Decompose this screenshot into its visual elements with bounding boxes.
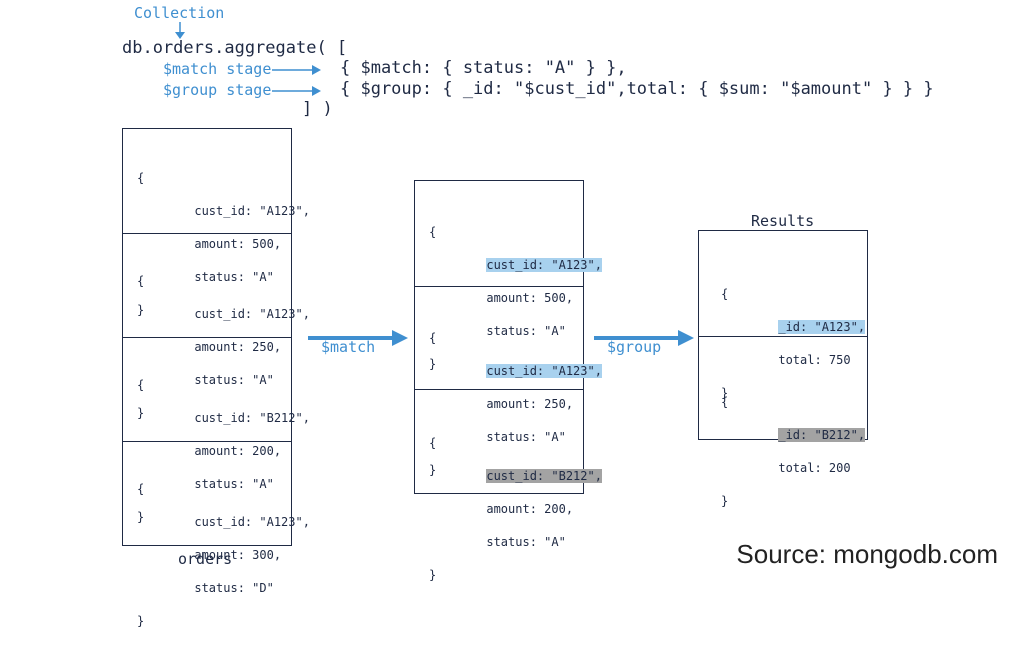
doc-open-brace: { [721,395,729,409]
doc-open-brace: { [137,274,145,288]
doc-field-status: status: "A" [194,477,274,491]
doc-field-amount: amount: 200, [194,444,282,458]
doc-field-cust-id: cust_id: "A123", [194,307,310,321]
group-arrow [594,330,694,346]
doc-field-status: status: "A" [486,430,566,444]
collection-arrow [175,22,185,39]
document-card: { _id: "A123", total: 750 } [699,231,867,400]
doc-field-amount: amount: 500, [486,291,574,305]
group-stage-code: { $group: { _id: "$cust_id",total: { $su… [340,79,934,99]
doc-field-amount: amount: 250, [486,397,574,411]
doc-field-cust-id-highlighted: cust_id: "B212", [486,469,602,483]
doc-open-brace: { [137,171,145,185]
orders-caption: orders [178,550,233,568]
group-arrow-label: $group [607,338,662,356]
document-card: { cust_id: "A123", amount: 500, status: … [415,181,602,371]
doc-open-brace: { [429,225,437,239]
document-card: { cust_id: "A123", amount: 250, status: … [123,233,310,420]
doc-field-cust-id-highlighted: cust_id: "A123", [486,364,602,378]
doc-field-status: status: "A" [486,535,566,549]
document-card: { _id: "B212", total: 200 } [699,336,867,508]
doc-close-brace: } [721,494,729,508]
doc-open-brace: { [721,287,729,301]
source-credit: Source: mongodb.com [736,539,998,569]
match-stage-label: $match stage [163,60,272,78]
doc-close-brace: } [429,568,437,582]
query-close: ] ) [302,99,333,119]
document-card: { cust_id: "A123", amount: 300, status: … [123,441,310,628]
query-line-aggregate: db.orders.aggregate( [ [122,38,348,58]
result-id-highlighted: _id: "B212", [778,428,866,442]
doc-close-brace: } [137,303,145,317]
doc-close-brace: } [137,614,145,628]
group-stage-label: $group stage [163,81,272,99]
doc-close-brace: } [429,357,437,371]
doc-field-cust-id: cust_id: "A123", [194,515,310,529]
doc-close-brace: } [429,463,437,477]
result-id-highlighted: _id: "A123", [778,320,866,334]
document-card: { cust_id: "B212", amount: 200, status: … [123,337,310,524]
doc-field-cust-id: cust_id: "B212", [194,411,310,425]
doc-field-cust-id-highlighted: cust_id: "A123", [486,258,602,272]
match-stage-arrow [272,65,321,75]
orders-collection: { cust_id: "A123", amount: 500, status: … [122,128,310,628]
doc-field-cust-id: cust_id: "A123", [194,204,310,218]
doc-close-brace: } [137,406,145,420]
doc-field-amount: amount: 200, [486,502,574,516]
doc-open-brace: { [429,436,437,450]
result-total: total: 750 [778,353,851,367]
doc-field-amount: amount: 250, [194,340,282,354]
doc-open-brace: { [429,331,437,345]
collection-label: Collection [134,4,225,22]
result-total: total: 200 [778,461,851,475]
doc-field-amount: amount: 500, [194,237,282,251]
document-card: { cust_id: "A123", amount: 250, status: … [415,286,602,477]
match-arrow [308,330,408,346]
doc-field-status: status: "A" [194,270,274,284]
document-card: { cust_id: "A123", amount: 500, status: … [123,129,310,317]
results-documents: { _id: "A123", total: 750 } { _id: "B212… [698,230,868,508]
document-card: { cust_id: "B212", amount: 200, status: … [415,389,602,582]
doc-field-status: status: "A" [486,324,566,338]
match-arrow-label: $match [321,338,376,356]
matched-documents: { cust_id: "A123", amount: 500, status: … [414,180,602,582]
group-stage-arrow [272,86,321,96]
doc-open-brace: { [137,482,145,496]
results-title: Results [751,212,815,230]
doc-close-brace: } [721,386,729,400]
doc-field-status: status: "D" [194,581,274,595]
doc-close-brace: } [137,510,145,524]
doc-field-amount: amount: 300, [194,548,282,562]
doc-open-brace: { [137,378,145,392]
match-stage-code: { $match: { status: "A" } }, [340,58,627,78]
doc-field-status: status: "A" [194,373,274,387]
